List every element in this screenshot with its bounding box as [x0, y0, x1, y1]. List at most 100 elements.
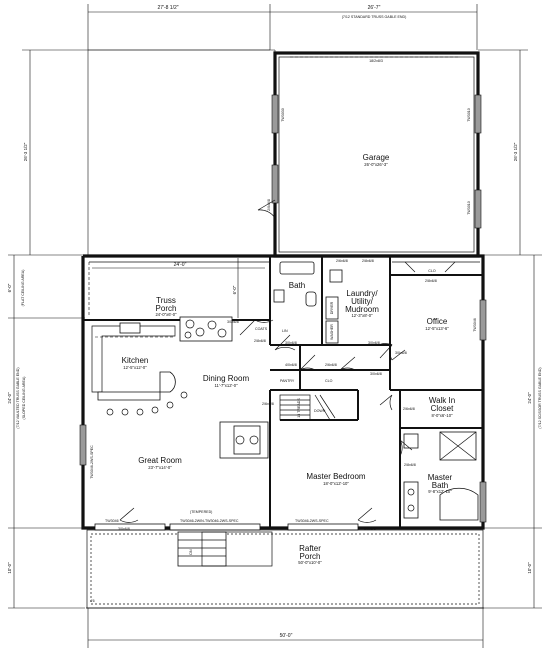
master-bath-fixtures	[403, 431, 479, 521]
dryer-label: DRYER	[330, 301, 334, 314]
great-room-side-window	[79, 424, 87, 466]
laundry-size: 12'-3"x8'-0"	[351, 313, 373, 318]
window-office-label: TW3046	[473, 318, 477, 332]
door-label-16: 3/0x6/8	[364, 527, 376, 531]
dim-right-upper: 26'-3 1/2"	[513, 142, 518, 161]
dim-left-mid-2-note-a: (7/12 VAULTED TRUSS GABLE END)	[16, 367, 20, 428]
door-label-14: 2/6x6/8	[403, 407, 415, 411]
walkin-size: 8'-0"x6'-10"	[431, 413, 453, 418]
garage-window-right-1: TW3010	[467, 108, 471, 122]
kitchen-counters	[91, 322, 188, 416]
garage-label: Garage	[363, 153, 390, 162]
laundry-label-1: Laundry/	[346, 289, 378, 298]
lin-label: LIN	[282, 329, 288, 333]
door-label-17: 3/0x6/8	[118, 527, 130, 531]
dim-bottom: 50'-0"	[280, 633, 293, 639]
rafter-porch-label-2: Porch	[300, 552, 321, 561]
stairs	[279, 394, 336, 421]
bath-label: Bath	[289, 281, 305, 290]
dining-label: Dining Room	[203, 374, 250, 383]
master-front-window	[287, 523, 359, 531]
dim-left-mid-2: 24'-0"	[7, 392, 12, 404]
door-label-15: 2/8x6/8	[404, 463, 416, 467]
door-label-9: 2/8x6/8	[425, 279, 437, 283]
dim-porch-height: 6'-0"	[232, 285, 237, 294]
dim-left-mid-1: 6'-0"	[7, 283, 12, 292]
dim-top-right: 26'-7"	[368, 5, 381, 11]
window-great-side-label: TW3046-2WS-SPEC	[90, 445, 94, 479]
window-master-label: TW3046-2WS-SPEC	[295, 519, 329, 523]
fireplace	[179, 316, 233, 342]
door-label-4: 3/0x6/8	[285, 341, 297, 345]
great-room-front-window	[94, 523, 166, 531]
kitchen-label: Kitchen	[122, 356, 149, 365]
office-size: 12'-5"x13'-6"	[425, 326, 449, 331]
office-label: Office	[427, 317, 448, 326]
pantry-label: PANTRY	[280, 379, 295, 383]
garage-header-label: 18/2x8/3	[369, 59, 383, 63]
kitchen-size: 12'-5"x12'-0"	[123, 365, 147, 370]
dim-porch-depth: 24'-0"	[174, 262, 187, 268]
bath-fixtures	[273, 261, 317, 307]
window-great-label: TW3046	[105, 519, 119, 523]
porch-steps-label: DN	[189, 549, 193, 555]
master-bath-label-1: Master	[428, 473, 453, 482]
truss-porch-label-2: Porch	[156, 304, 177, 313]
master-bedroom-size: 18'-0"x12'-10"	[323, 481, 349, 486]
door-label-3: 2/8x6/8	[254, 339, 266, 343]
great-room-island	[219, 421, 269, 459]
dimension-lines	[8, 4, 542, 648]
porch-front-window	[169, 523, 261, 531]
window-porch-label: TW3046-2WIN-TW3046-2WS-SPEC	[180, 519, 239, 523]
dim-top-left: 27'-8 1/2"	[157, 5, 178, 11]
garage-window-right-2: TW3010	[467, 201, 471, 215]
dim-right-lower: 10'-0"	[527, 562, 532, 574]
office-clo-label: CLO	[428, 269, 436, 273]
door-label-2: 3/0x6/8	[227, 320, 239, 324]
truss-porch-size: 24'-0"x6'-0"	[155, 312, 177, 317]
left-mark: 4'6	[90, 599, 95, 603]
laundry-label-2: Utility/	[351, 297, 374, 306]
master-bath-label-2: Bath	[432, 481, 448, 490]
master-bedroom-label: Master Bedroom	[306, 472, 365, 481]
laundry-label-3: Mudroom	[345, 305, 379, 314]
dim-top-right-note: (7/12 STANDARD TRUSS GABLE END)	[342, 15, 407, 19]
rafter-porch-label-1: Rafter	[299, 544, 321, 553]
dim-right-mid-note: (7/12 SCISSOR TRUSS GABLE END)	[538, 367, 542, 428]
great-room-label: Great Room	[138, 456, 182, 465]
door-label-13: 2/6x6/8	[262, 402, 274, 406]
washer-label: WASHER	[330, 324, 334, 340]
master-side-window	[479, 481, 487, 523]
great-room-size: 23'-7"x14'-0"	[148, 465, 172, 470]
stair-down-label: DOWN	[314, 409, 326, 413]
door-label-7: 3/0x6/8	[368, 341, 380, 345]
dining-size: 11'-7"x12'-0"	[214, 383, 238, 388]
dim-left-mid-2-note-b: (SLOPED CEILING AREA)	[22, 377, 26, 420]
rafter-porch	[86, 529, 484, 609]
office-closet	[392, 261, 480, 273]
dim-right-mid: 24'-0"	[527, 392, 532, 404]
garage-window-left: TW3030	[281, 108, 285, 122]
garage-side-door: 2/0x6/8	[267, 199, 271, 211]
door-label-11: 2/6x6/8	[325, 363, 337, 367]
stair-treads-label: 13 TREADS	[297, 398, 301, 418]
door-label-6: 2/6x6/8	[336, 259, 348, 263]
truss-porch-label-1: Truss	[156, 296, 176, 305]
door-label-12: 3/0x6/8	[370, 372, 382, 376]
tempered-label-1: (TEMPERED)	[190, 510, 212, 514]
dim-left-upper: 26'-3 1/2"	[23, 142, 28, 161]
garage-size: 26'-0"x26'-3"	[364, 162, 388, 167]
laundry-fixtures	[325, 269, 343, 344]
door-swings	[119, 319, 413, 523]
door-label-5: 2/8x6/8	[362, 259, 374, 263]
door-label-10: 4/0x6/8	[285, 363, 297, 367]
coats-label: COATS	[255, 327, 268, 331]
clo-label: CLO	[325, 379, 333, 383]
door-label-8: 3/0x6/8	[395, 351, 407, 355]
dim-left-mid-1-note: (FLAT CEILING AREA)	[21, 270, 25, 307]
office-side-window	[479, 299, 487, 341]
walkin-label-2: Closet	[431, 404, 454, 413]
dim-left-lower: 10'-0"	[7, 562, 12, 574]
rafter-porch-size: 50'-0"x10'-0"	[298, 560, 322, 565]
